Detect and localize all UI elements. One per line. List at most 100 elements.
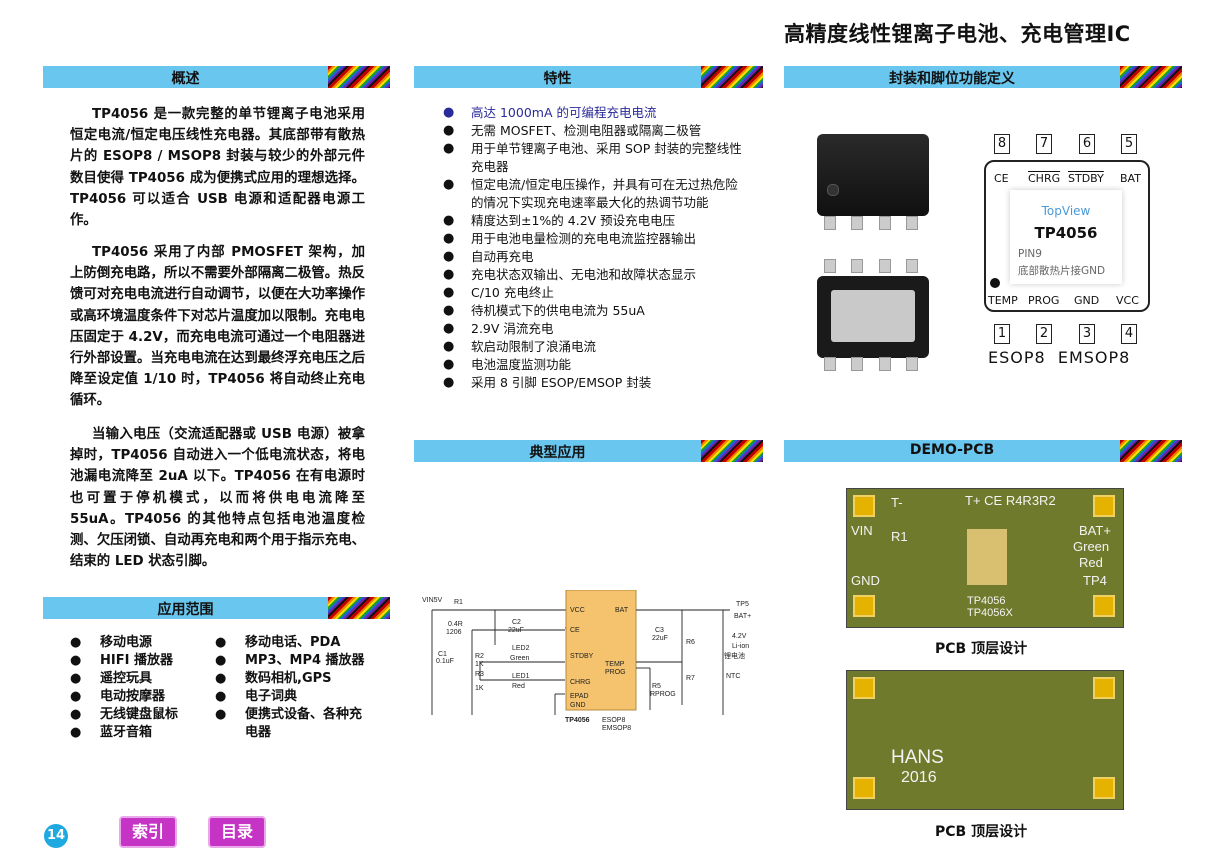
pin-name: VCC	[1116, 294, 1139, 307]
overview-paragraph-3: 当输入电压（交流适配器或 USB 电源）被拿掉时，TP4056 自动进入一个低电…	[70, 427, 365, 570]
svg-text:VCC: VCC	[570, 607, 585, 614]
feature-item: 电池温度监测功能	[443, 356, 743, 374]
svg-text:EMSOP8: EMSOP8	[602, 725, 631, 730]
pcb-caption-2: PCB 顶层设计	[935, 824, 1028, 840]
svg-text:C1: C1	[438, 651, 447, 658]
pin-name: GND	[1074, 294, 1100, 307]
svg-text:TP5: TP5	[736, 601, 749, 608]
pin-name: CHRG	[1028, 172, 1061, 185]
svg-text:Red: Red	[512, 683, 525, 690]
overview-paragraph-2: TP4056 采用了内部 PMOSFET 架构，加上防倒充电路，所以不需要外部隔…	[70, 245, 365, 409]
feature-item: 用于电池电量检测的充电电流监控器输出	[443, 230, 743, 248]
package-names: ESOP8 EMSOP8	[988, 348, 1131, 367]
svg-text:C2: C2	[512, 619, 521, 626]
feature-item: 2.9V 涓流充电	[443, 320, 743, 338]
svg-text:R7: R7	[686, 675, 695, 682]
svg-text:22uF: 22uF	[508, 627, 524, 634]
pin-number: 7	[1036, 134, 1052, 154]
pin-name: CE	[994, 172, 1009, 185]
app-item: MP3、MP4 播放器	[215, 652, 365, 670]
app-item: 无线键盘鼠标	[70, 706, 178, 724]
pcb-year-text: 2016	[901, 769, 937, 786]
pcb-hans-text: HANS	[891, 747, 944, 768]
index-button[interactable]: 索引	[119, 816, 177, 848]
pin-name: STDBY	[1068, 172, 1104, 185]
chip-photo-top	[817, 134, 929, 216]
svg-text:CHRG: CHRG	[570, 679, 591, 686]
svg-text:锂电池: 锂电池	[724, 651, 745, 660]
pin9-label: PIN9	[1018, 248, 1042, 260]
rainbow-decoration	[328, 597, 390, 619]
app-item: 便携式设备、各种充电器	[215, 706, 365, 742]
svg-text:TP4056: TP4056	[565, 717, 590, 724]
app-item: 移动电源	[70, 634, 178, 652]
svg-text:0.4R: 0.4R	[448, 621, 463, 628]
svg-text:R6: R6	[686, 639, 695, 646]
feature-item: C/10 充电终止	[443, 284, 743, 302]
svg-text:Li-ion: Li-ion	[732, 643, 749, 650]
pcb-caption-1: PCB 顶层设计	[935, 641, 1028, 657]
page-number: 14	[44, 824, 68, 848]
apps-left: 移动电源 HIFI 播放器 遥控玩具 电动按摩器 无线键盘鼠标 蓝牙音箱	[70, 634, 178, 742]
pin-number: 2	[1036, 324, 1052, 344]
rainbow-decoration	[701, 440, 763, 462]
app-item: 电子词典	[215, 688, 365, 706]
feature-item: 无需 MOSFET、检测电阻器或隔离二极管	[443, 122, 743, 140]
section-package: 封装和脚位功能定义	[784, 66, 1182, 88]
svg-text:1K: 1K	[475, 685, 484, 692]
svg-text:C3: C3	[655, 627, 664, 634]
svg-text:PROG: PROG	[605, 669, 626, 676]
svg-text:STDBY: STDBY	[570, 653, 594, 660]
rainbow-decoration	[701, 66, 763, 88]
apps-right: 移动电话、PDA MP3、MP4 播放器 数码相机,GPS 电子词典 便携式设备…	[215, 634, 365, 742]
feature-item: 高达 1000mA 的可编程充电电流	[443, 104, 743, 122]
pin-number: 1	[994, 324, 1010, 344]
svg-text:GND: GND	[570, 702, 586, 709]
chip-photo-bottom	[817, 276, 929, 358]
svg-text:TEMP: TEMP	[605, 661, 625, 668]
pin-name: PROG	[1028, 294, 1060, 307]
pin-name: TEMP	[988, 294, 1018, 307]
svg-text:22uF: 22uF	[652, 635, 668, 642]
rainbow-decoration	[1120, 66, 1182, 88]
svg-text:4.2V: 4.2V	[732, 633, 747, 640]
pin-number: 4	[1121, 324, 1137, 344]
app-item: 电动按摩器	[70, 688, 178, 706]
feature-item: 充电状态双输出、无电池和故障状态显示	[443, 266, 743, 284]
svg-text:R3: R3	[475, 671, 484, 678]
pin-number: 6	[1079, 134, 1095, 154]
feature-item: 待机模式下的供电电流为 55uA	[443, 302, 743, 320]
pin9-desc: 底部散热片接GND	[1018, 265, 1106, 277]
section-overview: 概述	[43, 66, 390, 88]
svg-text:LED2: LED2	[512, 645, 530, 652]
svg-text:Green: Green	[510, 655, 530, 662]
feature-item: 精度达到±1%的 4.2V 预设充电电压	[443, 212, 743, 230]
svg-text:BAT: BAT	[615, 607, 629, 614]
pcb-bottom-image: HANS 2016	[846, 670, 1124, 810]
svg-text:RPROG: RPROG	[650, 691, 676, 698]
rainbow-decoration	[1120, 440, 1182, 462]
section-apps: 应用范围	[43, 597, 390, 619]
svg-text:U1: U1	[568, 590, 577, 591]
section-demo: DEMO-PCB	[784, 440, 1182, 462]
pinout-package: CE CHRG STDBY BAT TopView TP4056 PIN9 底部…	[984, 160, 1150, 312]
svg-text:0.1uF: 0.1uF	[436, 658, 454, 665]
svg-text:1206: 1206	[446, 629, 462, 636]
app-item: 遥控玩具	[70, 670, 178, 688]
toc-button[interactable]: 目录	[208, 816, 266, 848]
svg-text:R1: R1	[454, 599, 463, 606]
overview-paragraph-1: TP4056 是一款完整的单节锂离子电池采用恒定电流/恒定电压线性充电器。其底部…	[70, 107, 365, 229]
feature-item: 恒定电流/恒定电压操作，并具有可在无过热危险的情况下实现充电速率最大化的热调节功…	[443, 176, 743, 212]
app-item: 数码相机,GPS	[215, 670, 365, 688]
part-number: TP4056	[1034, 224, 1098, 242]
feature-item: 采用 8 引脚 ESOP/EMSOP 封装	[443, 374, 743, 392]
pin-number: 5	[1121, 134, 1137, 154]
svg-text:CE: CE	[570, 627, 580, 634]
section-features: 特性	[414, 66, 763, 88]
app-item: 蓝牙音箱	[70, 724, 178, 742]
svg-text:1K: 1K	[475, 661, 484, 668]
svg-text:R2: R2	[475, 653, 484, 660]
pin-name: BAT	[1120, 172, 1141, 185]
